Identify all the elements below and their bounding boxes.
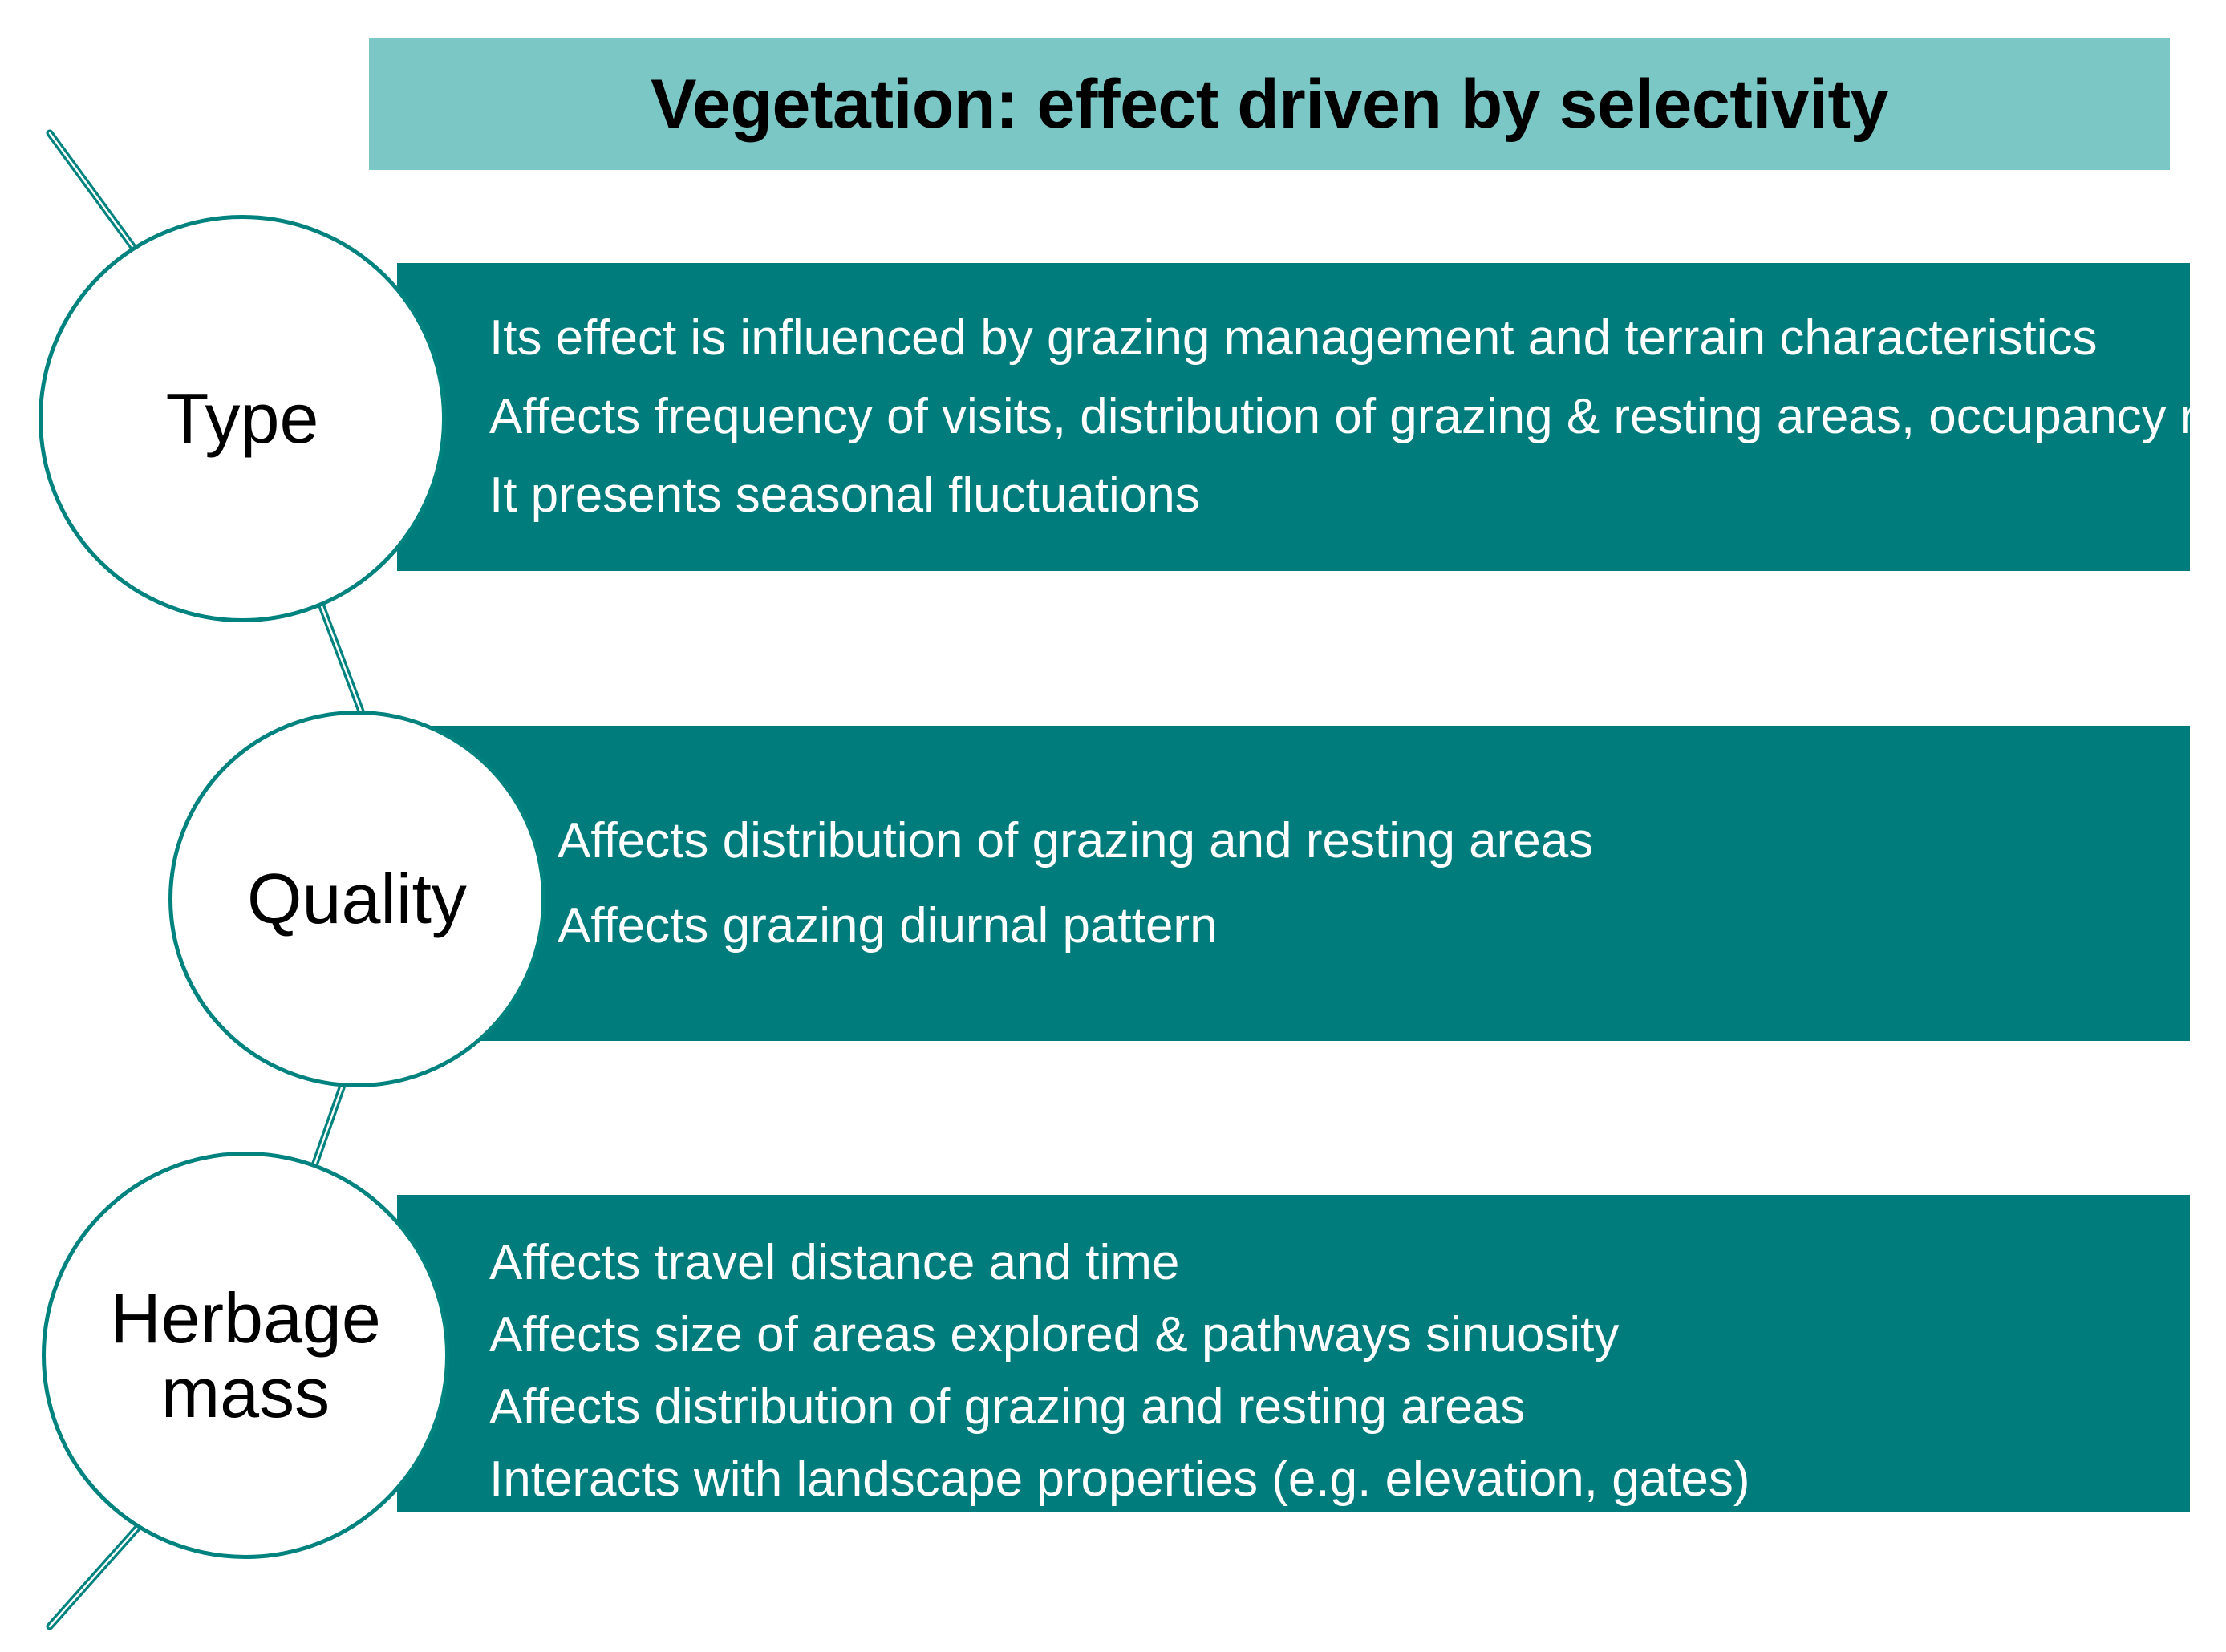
bar-line: Affects grazing diurnal pattern [558, 897, 1218, 954]
bar-line: It presents seasonal fluctuations [489, 468, 1200, 523]
bar-line: Affects frequency of visits, distributio… [489, 389, 2226, 444]
content-bar-herbage-mass: Affects travel distance and time Affects… [397, 1195, 2190, 1512]
node-label-herbage-mass: Herbage mass [102, 1281, 389, 1431]
content-bar-quality: Affects distribution of grazing and rest… [397, 726, 2190, 1041]
bar-text-block: Its effect is influenced by grazing mana… [397, 263, 2226, 571]
node-circle-quality: Quality [168, 711, 545, 1087]
bar-text-block: Affects distribution of grazing and rest… [397, 726, 2226, 1041]
bar-line: Affects size of areas explored & pathway… [489, 1307, 1620, 1362]
node-circle-type: Type [39, 215, 446, 622]
bar-line: Interacts with landscape properties (e.g… [489, 1452, 1750, 1507]
bar-line: Affects travel distance and time [489, 1235, 1180, 1290]
node-label-line-2: mass [160, 1353, 330, 1432]
node-label-type: Type [165, 379, 319, 459]
node-label-quality: Quality [247, 859, 467, 939]
page-title: Vegetation: effect driven by selectivity [651, 65, 1888, 143]
title-banner: Vegetation: effect driven by selectivity [369, 38, 2170, 170]
bar-line: Affects distribution of grazing and rest… [489, 1379, 1526, 1435]
node-label-line-1: Herbage [110, 1277, 381, 1358]
content-bar-type: Its effect is influenced by grazing mana… [397, 263, 2226, 571]
node-circle-herbage-mass: Herbage mass [42, 1152, 449, 1559]
bar-line: Its effect is influenced by grazing mana… [489, 310, 2098, 366]
bar-text-block: Affects travel distance and time Affects… [397, 1195, 2226, 1544]
bar-line: Affects distribution of grazing and rest… [558, 812, 1594, 869]
